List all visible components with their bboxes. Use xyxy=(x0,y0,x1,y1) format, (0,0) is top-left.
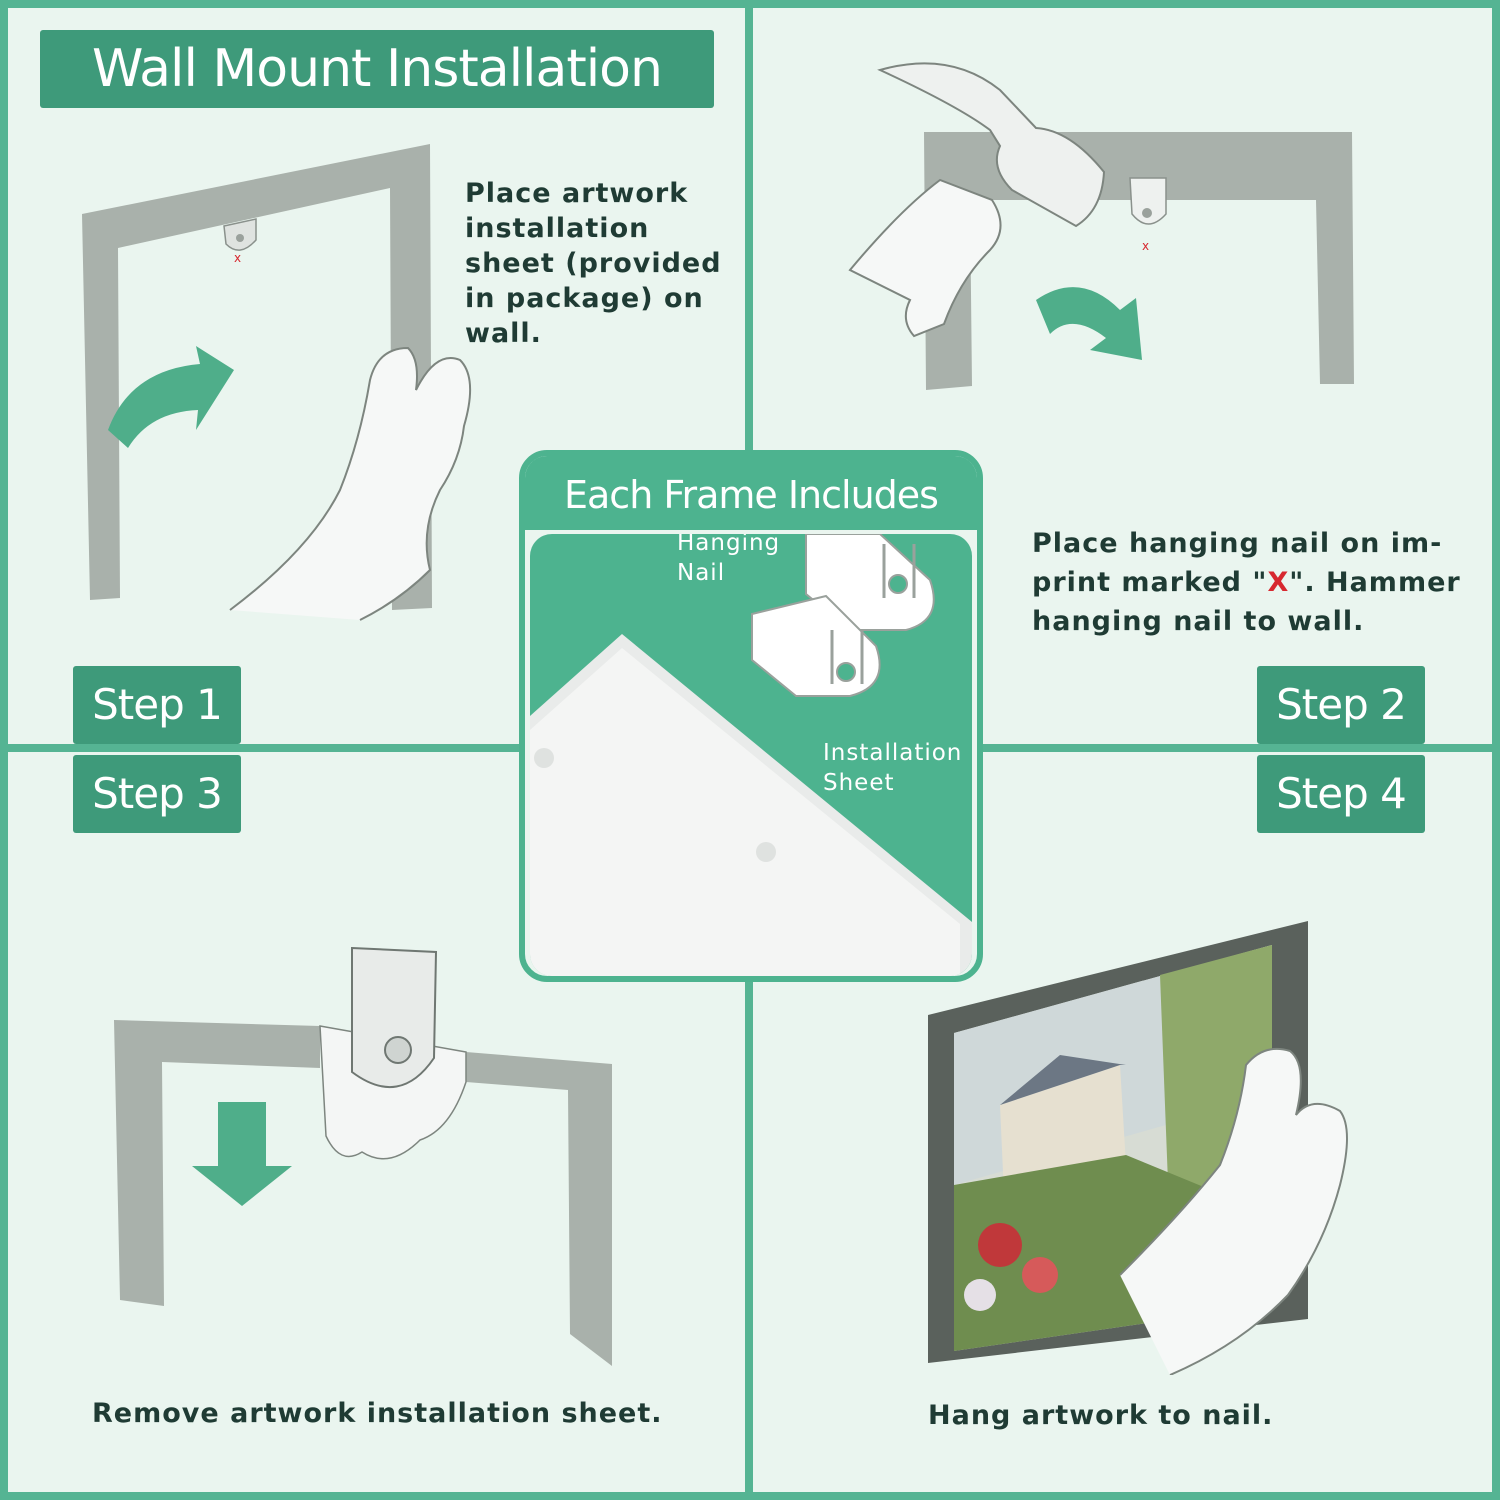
step2-badge: Step 2 xyxy=(1257,666,1425,744)
step4-instruction: Hang artwork to nail. xyxy=(928,1400,1274,1431)
installation-sheet-label: Installation Sheet xyxy=(823,740,963,796)
nail-shape xyxy=(1129,177,1167,225)
includes-title: Each Frame Includes xyxy=(525,456,977,530)
installation-sheet-shape xyxy=(466,1052,612,1366)
installation-sheet-shape xyxy=(114,1020,320,1306)
step4-badge: Step 4 xyxy=(1257,755,1425,833)
includes-panel: Each Frame Includes Hanging Nail Install… xyxy=(519,450,983,982)
hammer-icon xyxy=(877,62,1106,228)
step3-badge: Step 3 xyxy=(73,755,241,833)
step1-instruction: Place artwork installation sheet (provid… xyxy=(465,178,722,349)
page-title: Wall Mount Installation xyxy=(40,30,714,108)
arrow-down-icon xyxy=(192,1102,292,1206)
includes-illustration xyxy=(530,534,972,976)
step4-illustration xyxy=(928,921,1348,1375)
arrow-icon xyxy=(1036,287,1142,360)
step2-illustration: x xyxy=(848,62,1354,390)
hand-icon xyxy=(1119,1047,1348,1375)
step3-illustration xyxy=(114,946,612,1366)
hand-icon xyxy=(229,346,472,621)
hanging-nail-shape xyxy=(805,534,935,631)
hand-icon xyxy=(848,178,1002,338)
step1-illustration: x xyxy=(82,144,472,621)
step3-instruction: Remove artwork installation sheet. xyxy=(92,1398,663,1429)
includes-content: Hanging Nail Installation Sheet xyxy=(530,534,972,976)
hanging-nail-label: Hanging Nail xyxy=(677,534,781,586)
step1-badge: Step 1 xyxy=(73,666,241,744)
arrow-icon xyxy=(108,346,234,448)
x-marker-text: X xyxy=(1267,567,1290,598)
x-marker: x xyxy=(234,251,241,265)
x-marker: x xyxy=(1142,239,1149,253)
step2-instruction: Place hanging nail on im-print marked "X… xyxy=(1032,528,1461,637)
nail-shape xyxy=(351,946,438,1088)
